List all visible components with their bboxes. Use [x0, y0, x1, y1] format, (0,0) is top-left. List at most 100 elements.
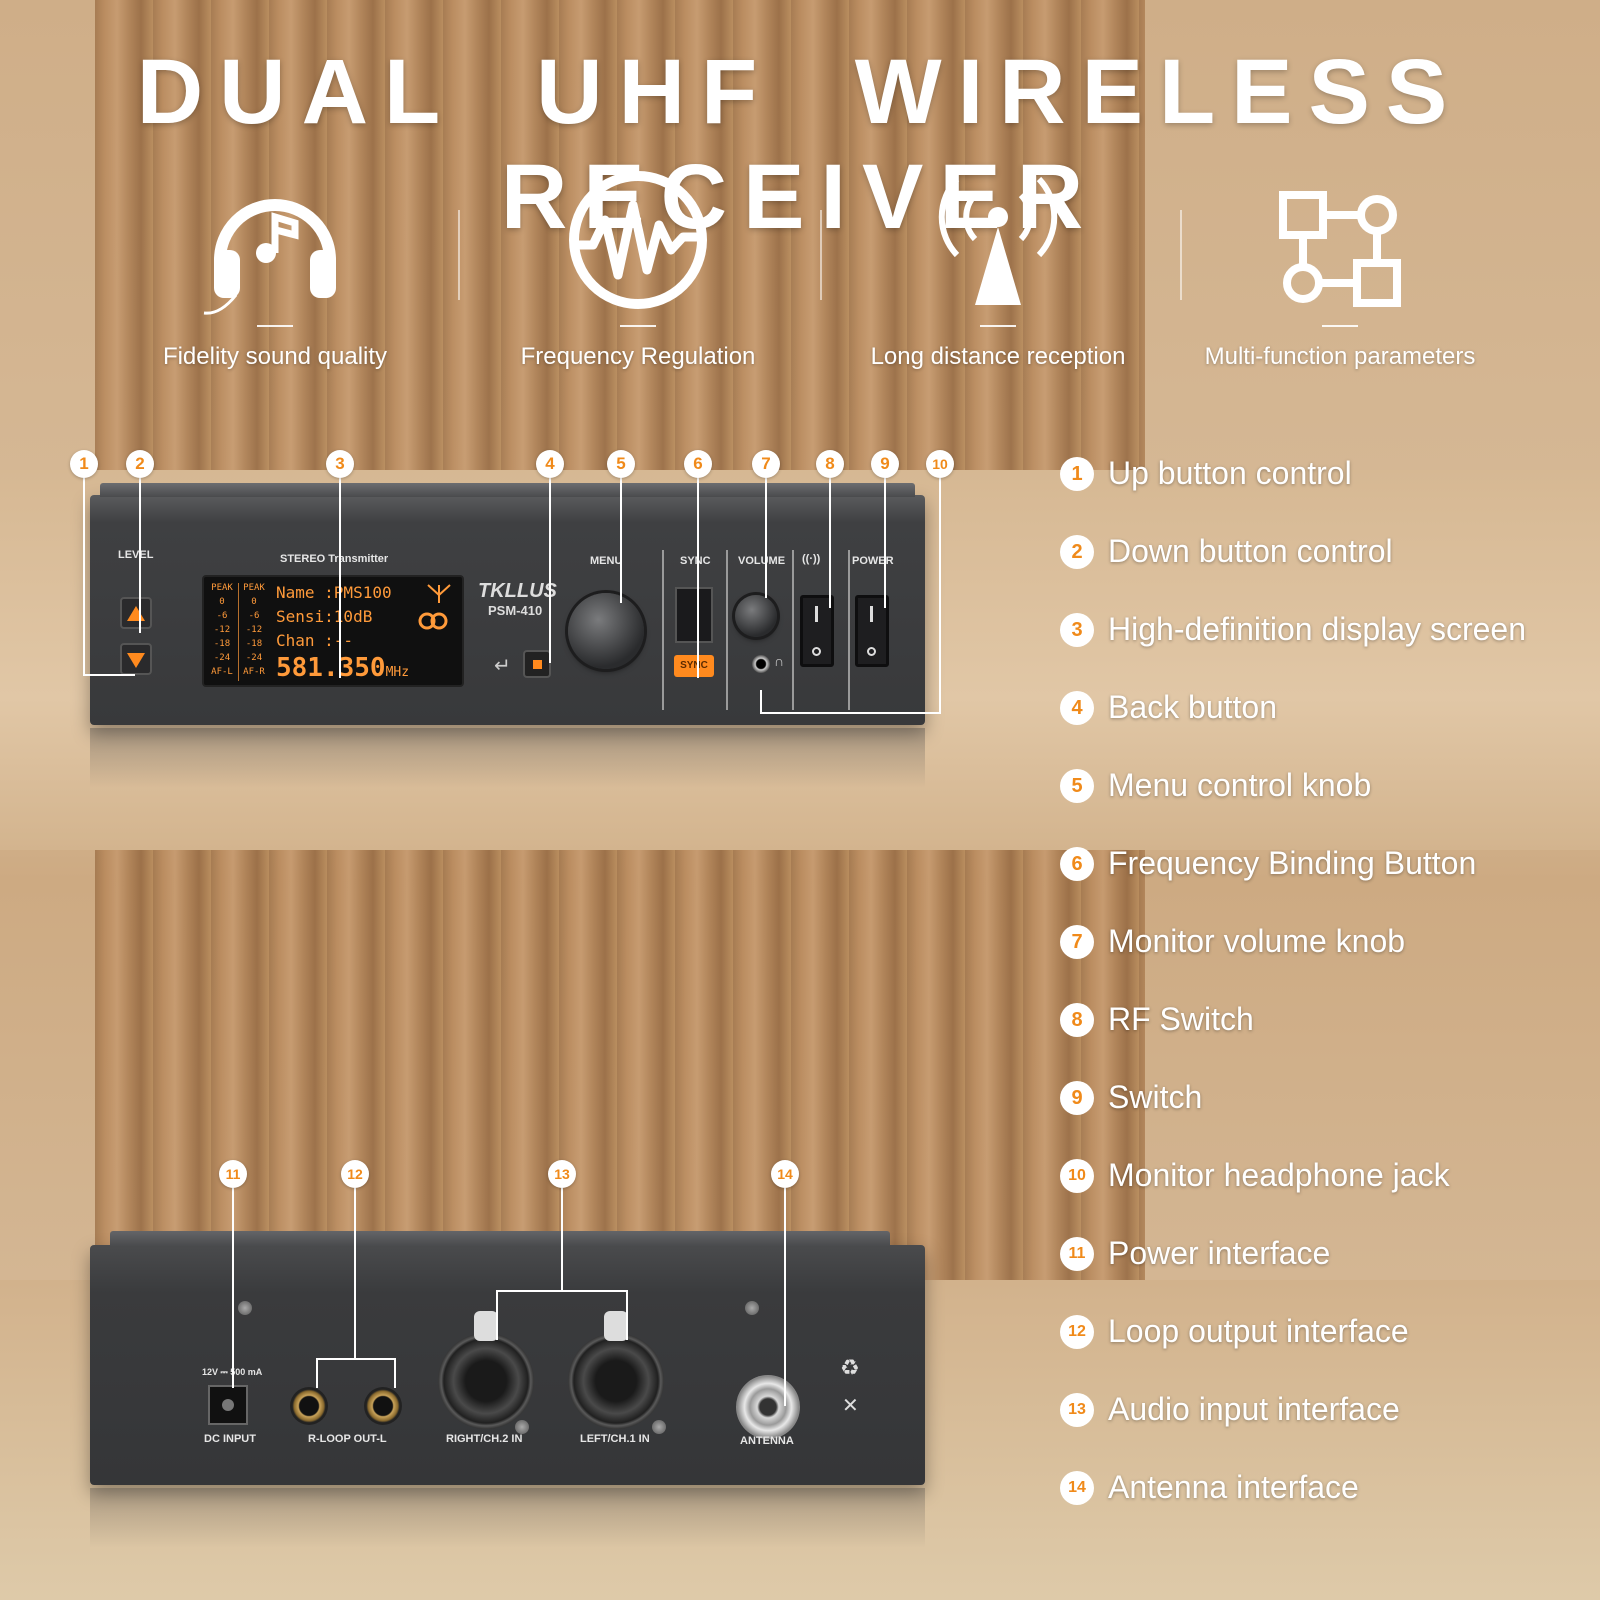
legend-item: 9 Switch	[1060, 1079, 1590, 1157]
ch2-latch	[474, 1311, 498, 1341]
callout-badge: 4	[536, 450, 564, 478]
recycle-icon: ♻	[840, 1355, 860, 1380]
meter-scale: -24	[245, 653, 263, 663]
power-switch[interactable]	[855, 595, 889, 667]
feature-parameters: Multi-function parameters	[1180, 165, 1500, 371]
legend-text: Up button control	[1108, 455, 1352, 491]
ch1-latch	[604, 1311, 628, 1341]
back-reflection	[90, 1488, 925, 1548]
callout-badge: 10	[926, 450, 954, 478]
sync-ir-window	[675, 587, 713, 643]
feature-label: Fidelity sound quality	[162, 343, 388, 370]
legend-number: 9	[1060, 1081, 1094, 1115]
broadcast-tower-icon	[938, 176, 1058, 305]
callout-badge: 9	[871, 450, 899, 478]
menu-label: MENU	[590, 555, 623, 567]
lcd-frequency: 581.350MHz	[276, 653, 409, 683]
stereo-label: STEREO Transmitter	[280, 553, 389, 565]
weee-bin-icon: ✕	[842, 1395, 859, 1417]
legend-text: Loop output interface	[1108, 1313, 1409, 1349]
meter-scale: -6	[216, 611, 228, 621]
legend-text: Down button control	[1108, 533, 1393, 569]
back-button[interactable]	[523, 650, 551, 678]
ch1-combo-input[interactable]	[568, 1333, 664, 1429]
legend-number: 6	[1060, 847, 1094, 881]
legend-text: High-definition display screen	[1108, 611, 1526, 647]
up-button[interactable]	[120, 597, 152, 629]
meter-scale: -6	[248, 611, 260, 621]
loop-out-label: R-LOOP OUT-L	[308, 1433, 387, 1445]
sync-button[interactable]: SYNC	[674, 655, 714, 677]
meter-scale: -18	[245, 639, 263, 649]
lcd-name-line: Name :PMS100	[276, 583, 392, 602]
af-right-label: AF-R	[243, 667, 265, 677]
loop-out-right-jack[interactable]	[290, 1387, 328, 1425]
ch2-combo-input[interactable]	[438, 1333, 534, 1429]
legend-text: Switch	[1108, 1079, 1203, 1115]
headphone-jack[interactable]	[752, 655, 770, 673]
feature-divider	[820, 210, 822, 300]
menu-knob[interactable]	[568, 593, 644, 669]
headphones-music-icon	[203, 199, 336, 315]
legend-number: 10	[1060, 1159, 1094, 1193]
dc-input-jack[interactable]	[208, 1385, 248, 1425]
wood-slat-background-bottom	[95, 850, 1145, 1280]
rf-label: ((·))	[802, 553, 821, 565]
callout-badge: 3	[326, 450, 354, 478]
level-label: LEVEL	[118, 549, 154, 561]
legend-number: 13	[1060, 1393, 1094, 1427]
legend-number: 1	[1060, 457, 1094, 491]
legend-number: 4	[1060, 691, 1094, 725]
front-reflection	[90, 728, 925, 788]
legend-text: Back button	[1108, 689, 1277, 725]
legend-number: 3	[1060, 613, 1094, 647]
lcd-sensi-line: Sensi:10dB	[276, 607, 373, 626]
meter-scale: -12	[245, 625, 263, 635]
peak-right-label: PEAK	[243, 583, 265, 593]
callout-badge: 8	[816, 450, 844, 478]
frequency-value: 581.350	[276, 653, 386, 683]
legend-text: Audio input interface	[1108, 1391, 1400, 1427]
peak-left-label: PEAK	[211, 583, 233, 593]
feature-reception: Long distance reception	[838, 165, 1158, 371]
loop-out-left-jack[interactable]	[364, 1387, 402, 1425]
feature-label: Multi-function parameters	[1204, 343, 1476, 370]
waveform-circle-icon	[569, 171, 707, 309]
receiver-back-panel: 12V ⎓ 500 mA DC INPUT R-LOOP OUT-L RIGHT…	[90, 1231, 925, 1485]
feature-divider	[458, 210, 460, 300]
legend-item: 4 Back button	[1060, 689, 1590, 767]
lcd-chan-line: Chan :--	[276, 631, 354, 650]
down-button[interactable]	[120, 643, 152, 675]
af-left-label: AF-L	[211, 667, 233, 677]
legend-text: RF Switch	[1108, 1001, 1254, 1037]
volume-knob[interactable]	[735, 595, 777, 637]
meter-scale: -12	[213, 625, 231, 635]
level-meters: PEAK 0 -6 -12 -18 -24 AF-L PEAK 0 -6 -12…	[208, 581, 266, 681]
antenna-bnc-connector[interactable]	[736, 1375, 800, 1439]
callout-badge: 7	[752, 450, 780, 478]
legend-number: 11	[1060, 1237, 1094, 1271]
legend-number: 8	[1060, 1003, 1094, 1037]
receiver-front-panel: LEVEL STEREO Transmitter PEAK 0 -6 -12 -…	[90, 483, 925, 725]
feature-label: Frequency Regulation	[520, 343, 756, 370]
legend-item: 1 Up button control	[1060, 455, 1590, 533]
legend-item: 13 Audio input interface	[1060, 1391, 1590, 1469]
rf-switch[interactable]	[800, 595, 834, 667]
meter-scale: 0	[219, 597, 225, 607]
meter-scale: -18	[213, 639, 231, 649]
callout-badge: 11	[219, 1160, 247, 1188]
sync-label: SYNC	[680, 555, 711, 567]
ch1-label: LEFT/CH.1 IN	[580, 1433, 650, 1445]
callout-badge: 12	[341, 1160, 369, 1188]
back-button-indicator	[533, 660, 542, 669]
feature-label: Long distance reception	[870, 343, 1126, 370]
triangle-down-icon	[127, 653, 145, 668]
